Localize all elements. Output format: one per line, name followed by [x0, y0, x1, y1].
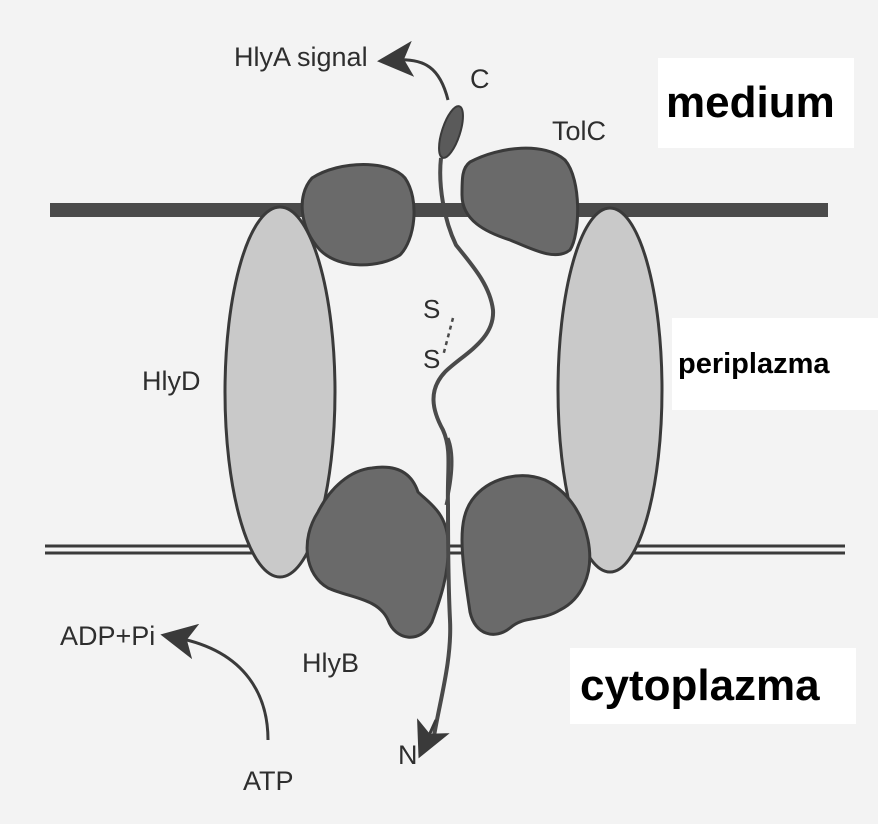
outer-membrane	[50, 203, 828, 217]
adp-pi-label: ADP+Pi	[60, 621, 155, 651]
tolc-left-blob	[302, 165, 414, 265]
hlya-signal-label: HlyA signal	[234, 42, 368, 72]
c-terminus-label: C	[470, 64, 490, 94]
cytoplazma-region-label: cytoplazma	[570, 648, 856, 724]
hlyd-label: HlyD	[142, 366, 201, 396]
periplazma-region-label: periplazma	[672, 318, 878, 410]
atp-label: ATP	[243, 766, 294, 796]
tolc-label: TolC	[552, 116, 606, 146]
periplazma-text: periplazma	[678, 348, 830, 381]
medium-text: medium	[666, 78, 835, 128]
medium-region-label: medium	[658, 58, 854, 148]
s-upper-label: S	[423, 294, 440, 324]
s-lower-label: S	[423, 344, 440, 374]
cytoplazma-text: cytoplazma	[580, 661, 820, 711]
n-terminus-label: N	[398, 740, 418, 770]
hlyb-label: HlyB	[302, 648, 359, 678]
